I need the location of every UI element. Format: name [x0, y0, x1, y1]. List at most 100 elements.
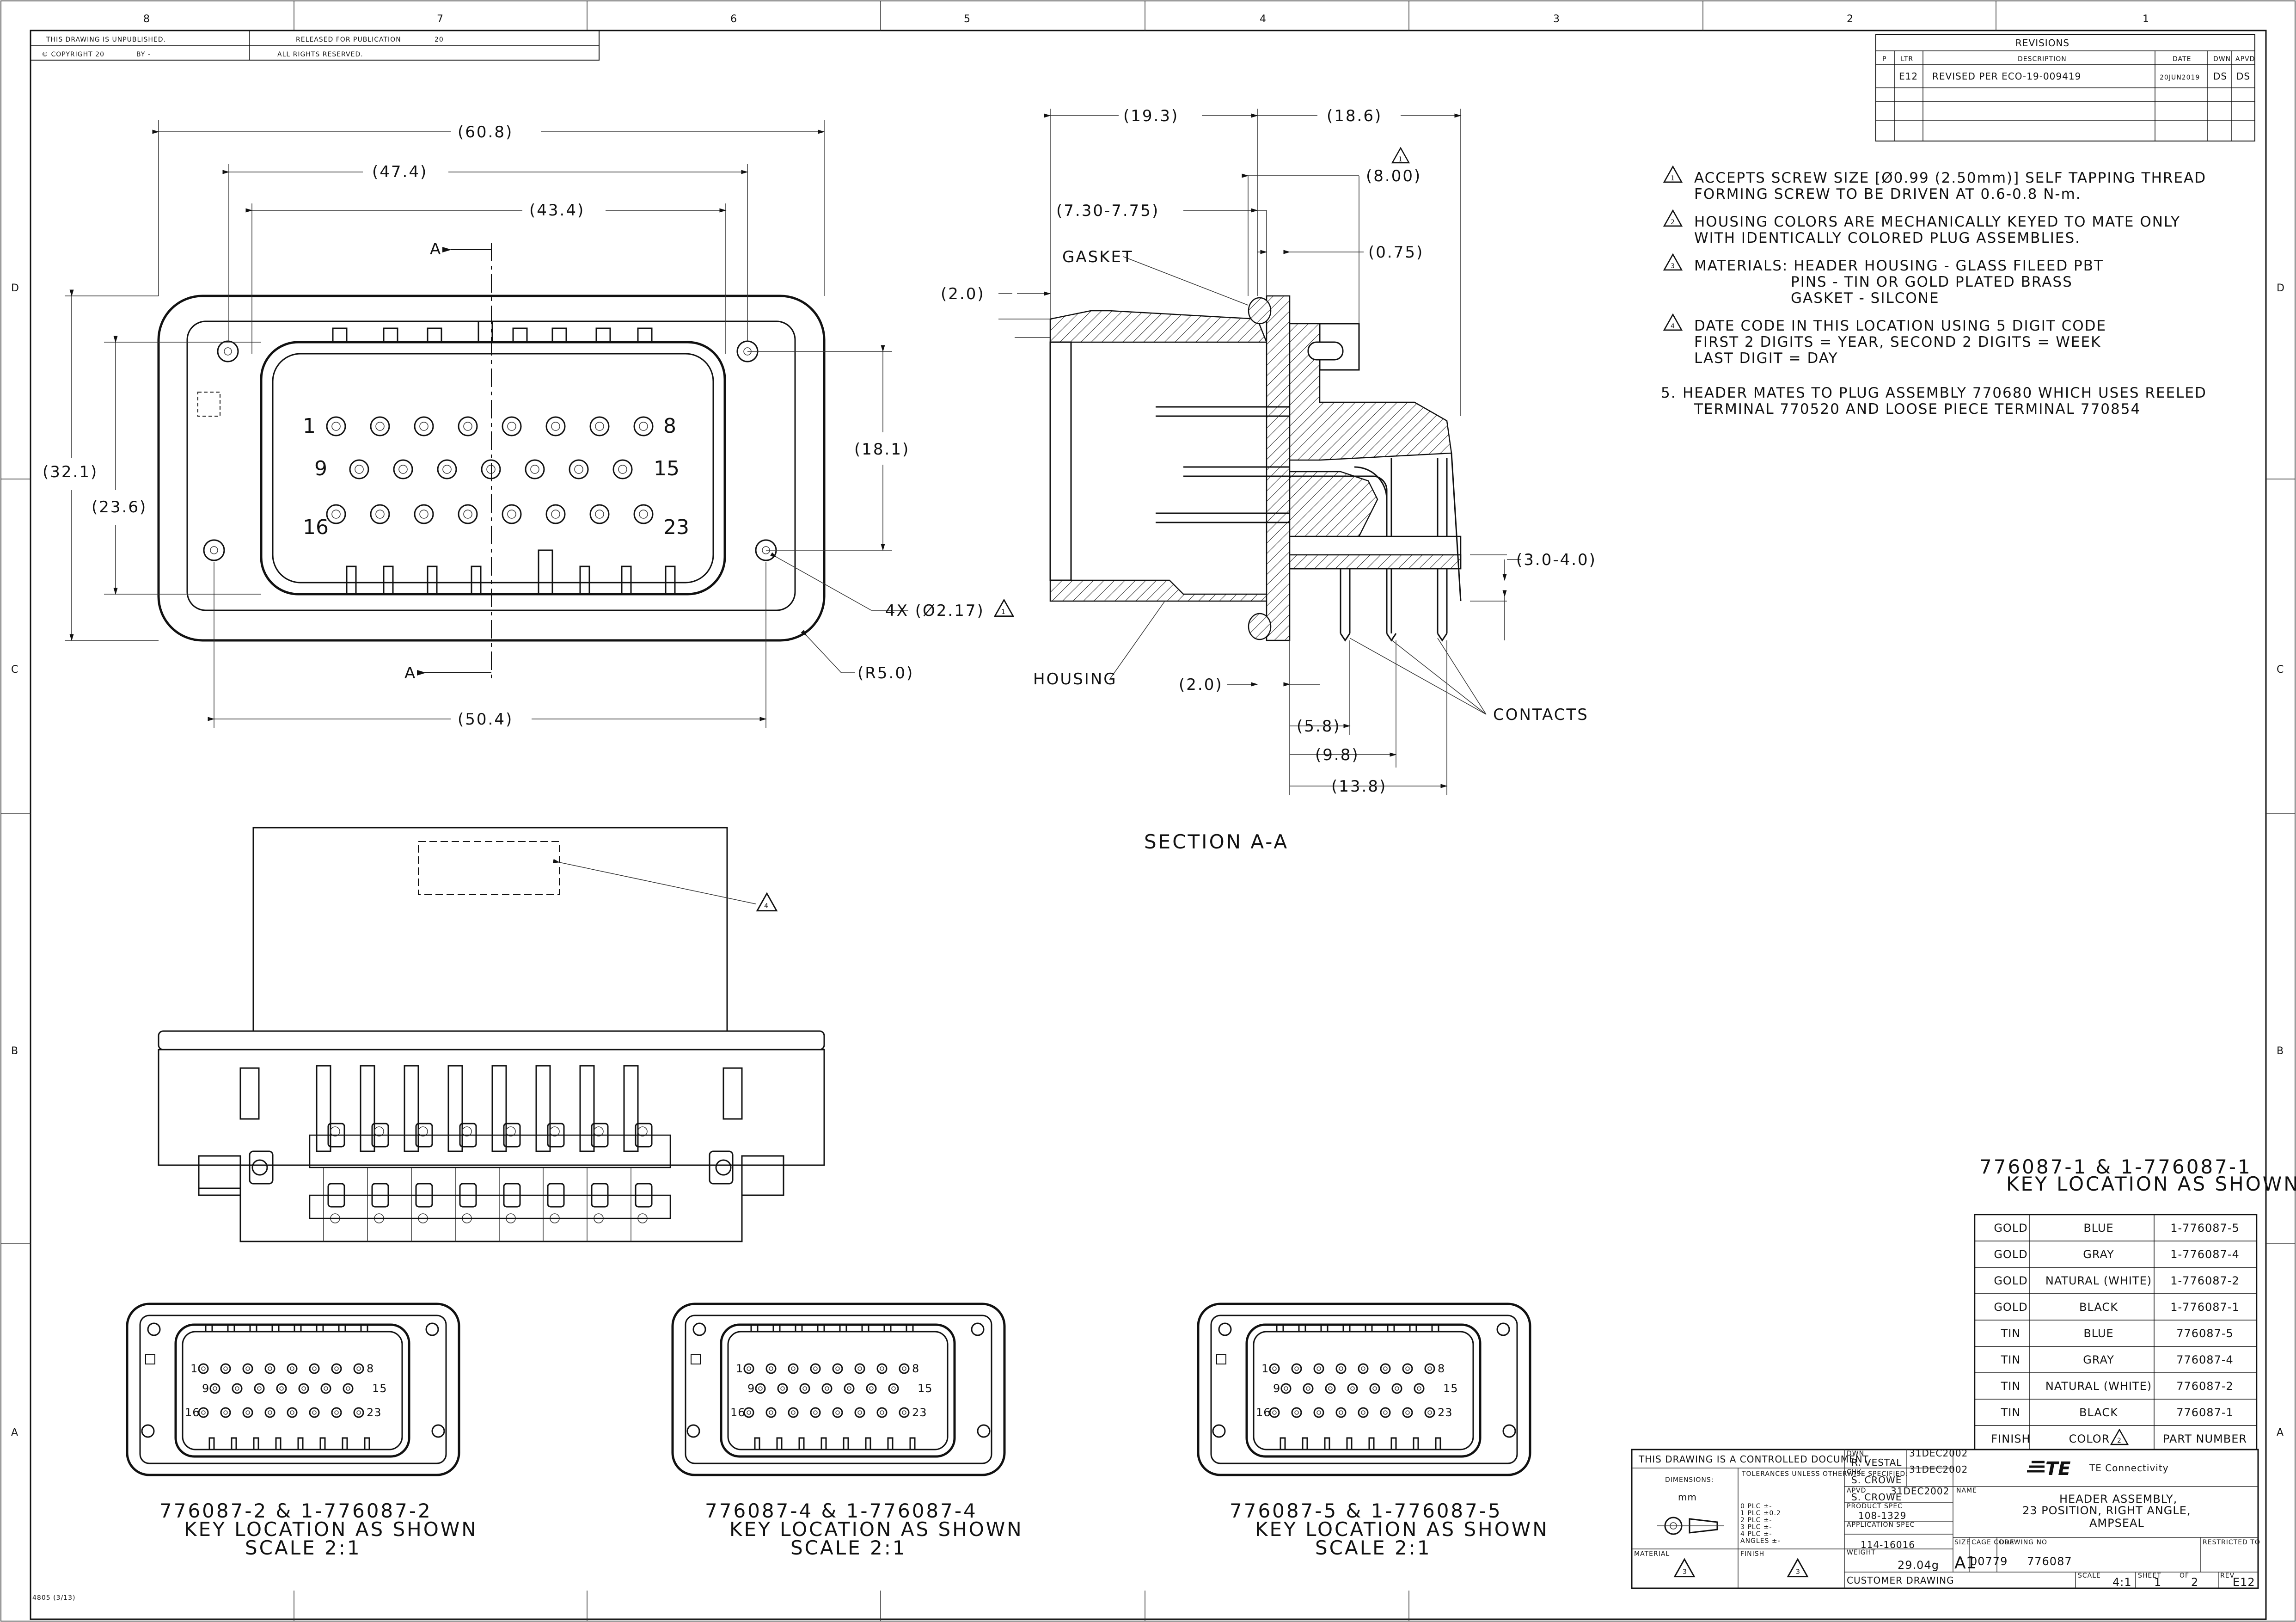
side-pin: [637, 1126, 648, 1137]
note-4-line1: DATE CODE IN THIS LOCATION USING 5 DIGIT…: [1694, 318, 2106, 334]
key-pin: [254, 1383, 265, 1394]
key-pin: [320, 1383, 331, 1394]
pin: [569, 459, 589, 479]
note-1-line2: FORMING SCREW TO BE DRIVEN AT 0.6-0.8 N-…: [1694, 186, 2082, 203]
svg-text:1: 1: [1671, 175, 1675, 182]
pin-core: [463, 510, 472, 519]
pin: [349, 459, 369, 479]
note-3-line1: MATERIALS: HEADER HOUSING - GLASS FILEED…: [1694, 258, 2104, 274]
note-2-line2: WITH IDENTICALLY COLORED PLUG ASSEMBLIES…: [1694, 230, 2081, 246]
pin: [370, 416, 390, 436]
note-1-line1: ACCEPTS SCREW SIZE [Ø0.99 (2.50mm)] SELF…: [1694, 170, 2206, 186]
dwn-date: 31DEC2002: [1909, 1448, 1968, 1459]
key-pin: [810, 1407, 821, 1418]
dim-2-0-top: (2.0): [941, 285, 985, 303]
rev-date: 20JUN2019: [2160, 74, 2200, 81]
dim-60-8: (60.8): [458, 123, 513, 141]
part-table-cell: TIN: [2001, 1406, 2021, 1419]
key-pin: [743, 1407, 754, 1418]
dim-32-1: (32.1): [43, 463, 98, 481]
sheet: 1: [2154, 1576, 2161, 1589]
dim-9-8: (9.8): [1315, 746, 1359, 764]
contacts-label: CONTACTS: [1493, 706, 1589, 724]
svg-text:1: 1: [1001, 608, 1006, 616]
title-name-2: 23 POSITION, RIGHT ANGLE,: [2022, 1504, 2191, 1517]
key-pin: [899, 1407, 910, 1418]
key-pin: [331, 1407, 342, 1418]
key-pin: [1402, 1407, 1413, 1418]
note-5-line1: HEADER MATES TO PLUG ASSEMBLY 770680 WHI…: [1683, 385, 2207, 401]
key-pin: [1291, 1407, 1302, 1418]
note-3-line2: PINS - TIN OR GOLD PLATED BRASS: [1791, 274, 2073, 290]
key-pin: [1291, 1363, 1302, 1374]
side-pin: [594, 1126, 604, 1137]
size-label: SIZE: [1954, 1539, 1971, 1546]
title-name-3: AMPSEAL: [2089, 1517, 2144, 1530]
dwn-name: R. VESTAL: [1851, 1457, 1902, 1468]
rev: E12: [2233, 1576, 2255, 1589]
section-title: SECTION A-A: [1144, 830, 1289, 853]
apvd-name: S. CROWE: [1851, 1492, 1902, 1503]
key-pin: [799, 1383, 810, 1394]
key-pin-label: 9: [202, 1382, 209, 1395]
pin-core: [639, 422, 648, 431]
pin-core: [551, 510, 560, 519]
note-4-line3: LAST DIGIT = DAY: [1694, 350, 1838, 367]
key-pin: [876, 1407, 888, 1418]
part-table-cell: NATURAL (WHITE): [2045, 1274, 2152, 1287]
key-pin: [1358, 1407, 1369, 1418]
pin-core: [551, 422, 560, 431]
dim-47-4: (47.4): [372, 163, 428, 181]
zone-7: 7: [437, 13, 443, 25]
dim-8-00: (8.00): [1366, 167, 1421, 185]
key-pin-label: 15: [1443, 1382, 1458, 1395]
key-view-2-title: 776087-4 & 1-776087-4: [705, 1499, 978, 1522]
pin: [589, 504, 610, 524]
key-pin: [1313, 1407, 1324, 1418]
zone-b-right: B: [2277, 1045, 2284, 1057]
note-5-mark: 5.: [1661, 385, 1677, 401]
key-pin: [1369, 1383, 1380, 1394]
key-pin: [1414, 1383, 1425, 1394]
key-pin: [331, 1363, 342, 1374]
sheet-label: SHEET: [2138, 1572, 2161, 1579]
tol-0: 0 PLC ±-: [1740, 1503, 1772, 1510]
part-table-cell: 1-776087-1: [2170, 1301, 2239, 1314]
revisions-block: REVISIONS P LTR DESCRIPTION DATE DWN APV…: [1875, 34, 2255, 141]
apvd-label: APVD: [1847, 1487, 1866, 1494]
rights-text: ALL RIGHTS RESERVED.: [277, 51, 363, 58]
zone-2: 2: [1847, 13, 1853, 25]
pin-core: [530, 465, 539, 474]
of: 2: [2191, 1576, 2198, 1589]
side-pin: [506, 1126, 516, 1137]
key-pin: [832, 1407, 843, 1418]
zone-b: B: [11, 1045, 18, 1057]
key-pin: [264, 1363, 276, 1374]
revisions-title: REVISIONS: [2015, 37, 2069, 49]
part-table-cell: BLUE: [2083, 1327, 2113, 1340]
rev-description: REVISED PER ECO-19-009419: [1932, 71, 2081, 82]
weight-label: WEIGHT: [1847, 1549, 1876, 1556]
pin-core: [442, 465, 452, 474]
side-view: 4: [158, 827, 825, 1242]
dim-19-3: (19.3): [1123, 107, 1179, 125]
pin: [525, 459, 545, 479]
pin: [589, 416, 610, 436]
key-view-3-sub: KEY LOCATION AS SHOWN: [1255, 1518, 1549, 1541]
restricted-label: RESTRICTED TO: [2203, 1539, 2260, 1546]
key-pin: [844, 1383, 855, 1394]
released-text: RELEASED FOR PUBLICATION: [296, 36, 401, 43]
key-pin: [866, 1383, 877, 1394]
key-pin: [1269, 1363, 1280, 1374]
pin-label-16: 16: [303, 516, 329, 539]
key-pin: [1391, 1383, 1402, 1394]
dim-50-4: (50.4): [458, 710, 513, 729]
pin-label-1: 1: [303, 414, 316, 438]
shown-key-sub: KEY LOCATION AS SHOWN: [2006, 1173, 2296, 1195]
dim-13-8: (13.8): [1331, 777, 1387, 796]
key-pin: [353, 1363, 364, 1374]
pin-label-8: 8: [663, 414, 676, 438]
